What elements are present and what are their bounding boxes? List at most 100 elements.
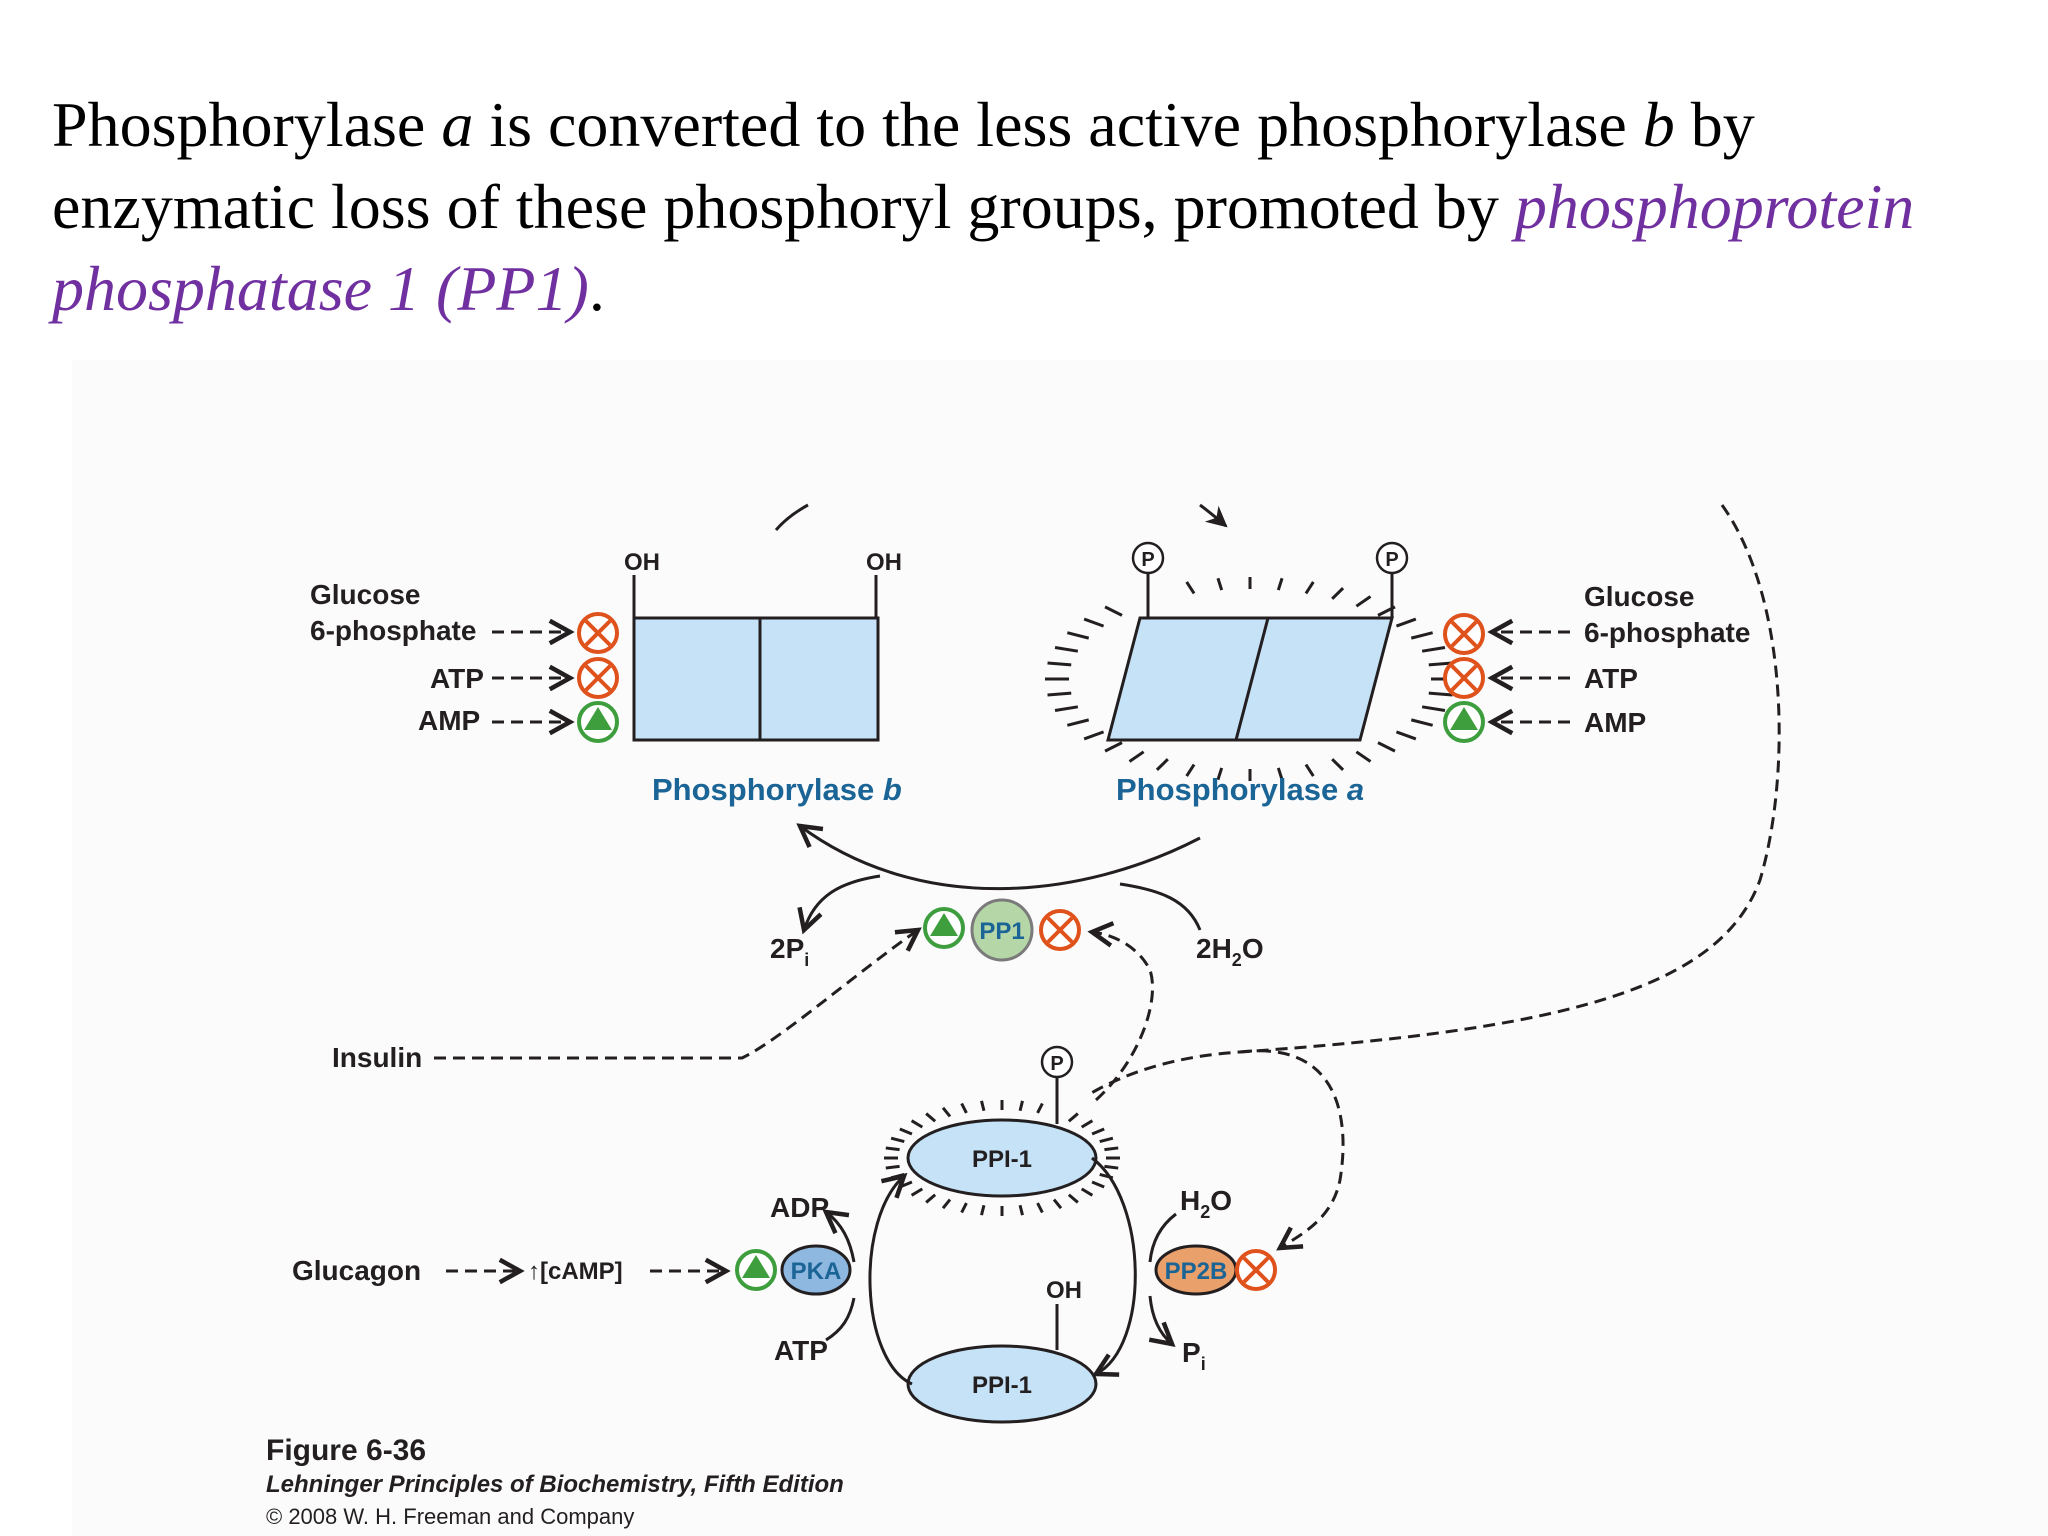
ppi1-top-ray	[1099, 1136, 1114, 1144]
phosphorylase-a-divider	[1234, 617, 1270, 741]
phosphorylase-a-ray	[1155, 758, 1169, 771]
caption-book: Lehninger Principles of Biochemistry, Fi…	[266, 1471, 844, 1498]
left-amp-label: AMP	[418, 705, 480, 736]
atp-label: ATP	[774, 1335, 828, 1366]
ppi1-top-ray	[980, 1204, 986, 1216]
phosphorylase-a-box	[1106, 616, 1394, 742]
left-glucose-label-2: 6-phosphate	[310, 615, 476, 646]
insulin-label: Insulin	[332, 1042, 422, 1073]
pi-label: Pi	[1182, 1337, 1206, 1374]
ppi1-bottom-label: PPI-1	[972, 1372, 1032, 1399]
phosphorylase-a-ray	[1395, 730, 1417, 741]
ppi1-top-ray	[1080, 1119, 1094, 1129]
pi-p: P	[1182, 1337, 1201, 1368]
ppi1-top-ray	[1104, 1164, 1119, 1170]
phosphorylase-a-ray	[1421, 645, 1446, 653]
ppi1-top-ray	[1091, 1127, 1105, 1136]
h2o-label: H2O	[1180, 1185, 1232, 1222]
phosphorylase-a-p-circle-left	[1131, 541, 1165, 575]
right-amp-label: AMP	[1584, 707, 1646, 738]
pka-phosphorylation-arc	[868, 1176, 913, 1386]
pp1-reaction-arc	[800, 826, 1201, 891]
phosphorylase-a-ray	[1216, 767, 1224, 781]
ppi1-top: PPI-1 P	[884, 1045, 1120, 1216]
pp1-inhibit-icon	[1039, 909, 1081, 951]
phosphorylase-a-ray	[1104, 605, 1123, 617]
water-in-label: 2H2O	[1196, 933, 1264, 970]
phosphorylase-a-ray	[1331, 758, 1345, 771]
pka-cluster: Glucagon ↑[cAMP] PKA	[292, 1244, 852, 1296]
ppi1-top-ray	[941, 1106, 952, 1118]
adp-release-arc	[826, 1212, 856, 1263]
ppi1-top-ray	[899, 1127, 913, 1136]
h2o-h: H	[1180, 1185, 1200, 1216]
ppi1-top-ray	[910, 1119, 924, 1129]
ppi1-top-ray	[960, 1202, 968, 1214]
phosphorylase-a-ray	[1355, 595, 1372, 608]
ppi1-top-ray	[885, 1146, 900, 1152]
phosphorylase-a-label-letter: a	[1347, 772, 1364, 807]
phosphorylase-b-oh-left: OH	[624, 549, 660, 576]
phosphorylase-a-ray	[1428, 661, 1453, 667]
phosphorylase-a-ray	[1066, 718, 1090, 727]
pka-enzyme	[780, 1244, 852, 1296]
phosphorylase-a-ray	[1331, 587, 1345, 600]
ppi1-top-ray	[890, 1136, 905, 1144]
water-in-main: 2H	[1196, 933, 1232, 964]
phosphorylase-a-p-right: P	[1385, 549, 1398, 571]
ppi1-bottom-ellipse	[906, 1344, 1098, 1424]
pp2b-dephosphorylation-arc	[1091, 1156, 1137, 1374]
ppi1-bottom: PPI-1 OH	[906, 1277, 1098, 1424]
ppi1-top-ray	[885, 1164, 900, 1170]
ppi1-top-ray	[925, 1112, 937, 1123]
phosphorylase-a-ray	[1083, 617, 1105, 628]
ppi1-top-p-circle	[1040, 1045, 1074, 1079]
phosphorylase-a-p-left: P	[1141, 549, 1154, 571]
phosphorylase-a-ray	[1047, 691, 1072, 697]
heading-pp1-name: phosphoprotein phosphatase 1 (PP1)	[52, 171, 1915, 324]
ppi1-top-ray	[980, 1100, 986, 1112]
heading-part2: is converted to the less active phosphor…	[473, 89, 1643, 160]
h2o-o: O	[1210, 1185, 1232, 1216]
phosphorylase-a-ray	[1083, 730, 1105, 741]
right-atp-label: ATP	[1584, 663, 1638, 694]
left-effectors: Glucose 6-phosphate ATP AMP	[310, 579, 619, 743]
pi-out-label: 2Pi	[770, 933, 809, 970]
pp2b-inhibit-icon	[1235, 1249, 1277, 1291]
phosphorylase-b: OH OH Phosphorylase b	[624, 549, 902, 807]
pp1-cluster: PP1	[923, 898, 1081, 962]
top-arc-left	[774, 503, 809, 531]
water-in-sub: 2	[1232, 950, 1242, 970]
phosphorylase-a-ray	[1104, 741, 1123, 753]
phosphorylase-a-ray	[1276, 767, 1284, 781]
figure-caption: Figure 6-36 Lehninger Principles of Bioc…	[266, 1434, 844, 1529]
pi-release-arc	[804, 874, 881, 930]
ppi1-top-ray	[1091, 1180, 1105, 1189]
ppi1-top-ray	[1067, 1193, 1079, 1204]
left-amp-stimulate-icon	[577, 701, 619, 743]
ppi1-top-ray	[1036, 1102, 1044, 1114]
ppi1-top-ray	[899, 1180, 913, 1189]
right-glucose-inhibit-icon	[1443, 613, 1485, 655]
left-atp-label: ATP	[430, 663, 484, 694]
pi-out-sub: i	[804, 950, 809, 970]
ppi1-top-ray	[1018, 1100, 1024, 1112]
atp-intake-arc	[825, 1297, 856, 1342]
ppi1-top-label: PPI-1	[972, 1146, 1032, 1173]
left-atp-inhibit-icon	[577, 657, 619, 699]
left-glucose-inhibit-icon	[577, 612, 619, 654]
phosphorylase-b-oh-right: OH	[866, 549, 902, 576]
phosphorylase-a: P P Phosphorylase a	[1045, 541, 1455, 807]
phosphorylase-a-label-name: Phosphorylase	[1116, 772, 1347, 807]
water-in-o: O	[1242, 933, 1264, 964]
camp-label: ↑[cAMP]	[528, 1258, 623, 1285]
phosphorylase-a-ray	[1304, 763, 1315, 777]
heading-part3: by enzymatic loss of these phosphoryl gr…	[52, 89, 1755, 242]
pp2b-cluster: PP2B	[1154, 1244, 1277, 1296]
top-arc-right	[1199, 503, 1228, 528]
ppi1-bottom-oh: OH	[1046, 1277, 1082, 1304]
pp1-label: PP1	[979, 918, 1024, 945]
phosphorylase-a-ray	[1410, 631, 1434, 640]
phosphorylase-a-ray	[1395, 617, 1417, 628]
